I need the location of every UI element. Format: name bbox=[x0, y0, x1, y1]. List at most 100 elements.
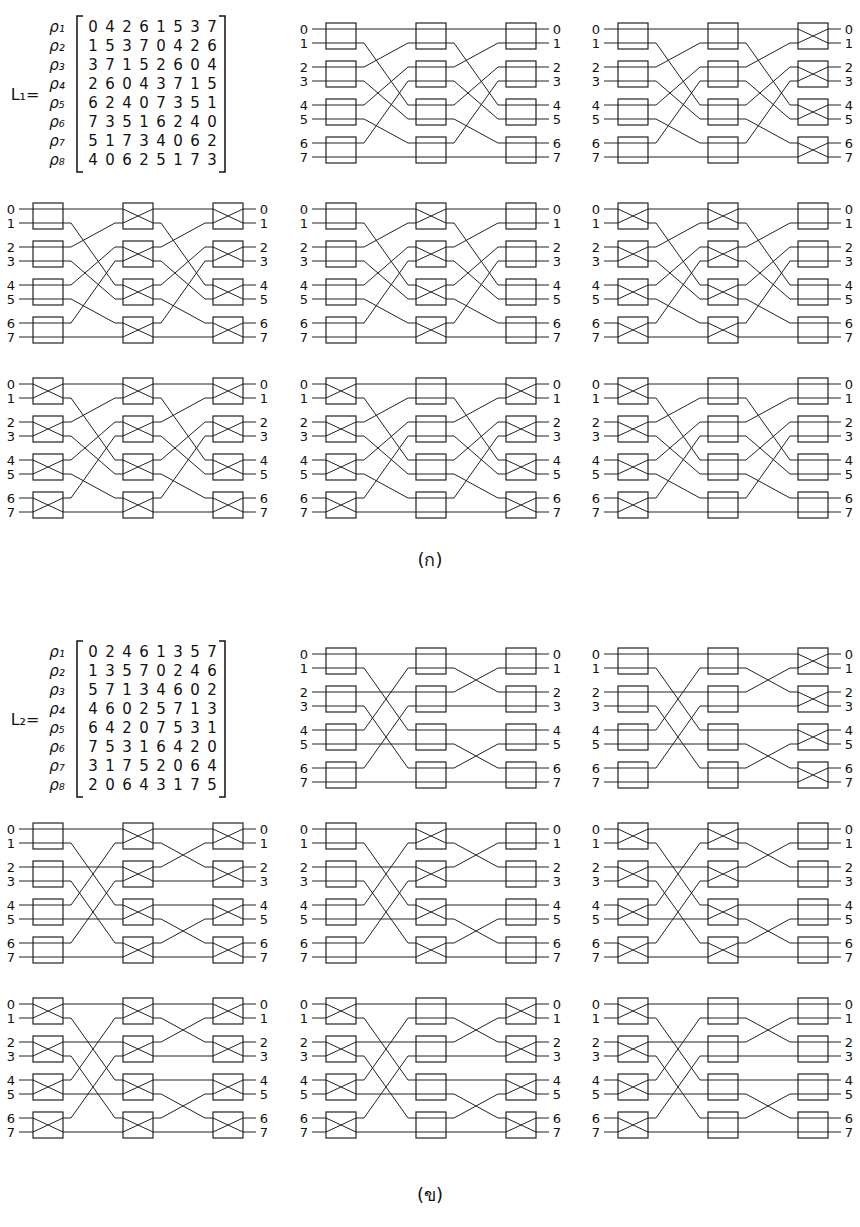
switch-box bbox=[213, 416, 243, 442]
switch-box bbox=[618, 378, 648, 404]
wire-line bbox=[604, 143, 618, 144]
wire-line bbox=[312, 422, 326, 423]
wire-line bbox=[326, 1042, 356, 1056]
switch-box bbox=[33, 1074, 63, 1100]
matrix-entry: 5 bbox=[190, 96, 200, 111]
wire-line bbox=[213, 384, 243, 398]
port-number: 6 bbox=[260, 1112, 268, 1125]
port-number: 4 bbox=[592, 279, 600, 292]
matrix-entry: 5 bbox=[105, 740, 115, 755]
matrix-entry: 1 bbox=[139, 115, 149, 130]
wire-line bbox=[416, 905, 446, 919]
wire-line bbox=[446, 668, 506, 692]
wire-line bbox=[416, 829, 446, 843]
switch-box bbox=[33, 241, 63, 267]
wire-line bbox=[356, 843, 416, 905]
wire-line bbox=[708, 905, 738, 919]
wire-line bbox=[446, 1056, 506, 1057]
wire-line bbox=[446, 29, 506, 30]
switch-box bbox=[123, 1074, 153, 1100]
wire-line bbox=[356, 919, 416, 920]
wire-line bbox=[506, 881, 536, 882]
port-number: 3 bbox=[260, 255, 268, 268]
wire-line bbox=[446, 247, 506, 285]
wire-line bbox=[243, 1004, 256, 1005]
wire-line bbox=[828, 299, 841, 300]
wire-line bbox=[243, 384, 256, 385]
port-number: 4 bbox=[300, 279, 308, 292]
wire-line bbox=[243, 1018, 256, 1019]
wire-line bbox=[648, 668, 708, 730]
wire-line bbox=[798, 1056, 828, 1057]
port-number: 4 bbox=[845, 1074, 853, 1087]
matrix-entry: 4 bbox=[139, 77, 149, 92]
wire-line bbox=[243, 398, 256, 399]
wire-line bbox=[446, 843, 506, 867]
wire-line bbox=[153, 1080, 213, 1081]
switch-box bbox=[213, 1112, 243, 1138]
wire-line bbox=[604, 285, 618, 286]
wire-line bbox=[828, 668, 841, 669]
wire-line bbox=[648, 337, 708, 338]
wire-line bbox=[356, 668, 416, 730]
port-number: 4 bbox=[260, 899, 268, 912]
port-number: 6 bbox=[553, 317, 561, 330]
port-number: 2 bbox=[300, 241, 308, 254]
wire-line bbox=[618, 43, 648, 44]
wire-line bbox=[828, 119, 841, 120]
wire-line bbox=[648, 81, 708, 143]
wire-line bbox=[604, 768, 618, 769]
port-number: 3 bbox=[300, 875, 308, 888]
matrix-entry: 5 bbox=[139, 58, 149, 73]
wire-line bbox=[123, 943, 153, 957]
port-number: 5 bbox=[553, 738, 561, 751]
port-number: 0 bbox=[592, 203, 600, 216]
port-number: 6 bbox=[592, 1112, 600, 1125]
switch-box bbox=[213, 241, 243, 267]
wire-line bbox=[618, 460, 648, 474]
wire-line bbox=[312, 337, 326, 338]
port-number: 4 bbox=[300, 899, 308, 912]
port-number: 6 bbox=[592, 937, 600, 950]
port-number: 2 bbox=[845, 861, 853, 874]
switch-box bbox=[506, 61, 536, 87]
port-number: 4 bbox=[845, 899, 853, 912]
wire-line bbox=[19, 1132, 33, 1133]
wire-line bbox=[356, 1056, 416, 1118]
wire-line bbox=[536, 43, 549, 44]
wire-line bbox=[648, 209, 708, 210]
wire-line bbox=[312, 843, 326, 844]
matrix-entry: 7 bbox=[122, 134, 132, 149]
wire-line bbox=[326, 1042, 356, 1056]
wire-line bbox=[63, 223, 123, 247]
port-number: 5 bbox=[300, 738, 308, 751]
wire-line bbox=[356, 474, 416, 498]
wire-line bbox=[326, 460, 356, 474]
wire-line bbox=[153, 1004, 213, 1005]
wire-line bbox=[828, 337, 841, 338]
wire-line bbox=[618, 285, 648, 299]
wire-line bbox=[416, 943, 446, 957]
switch-box bbox=[618, 899, 648, 925]
wire-line bbox=[356, 398, 416, 460]
wire-line bbox=[312, 323, 326, 324]
wire-line bbox=[446, 436, 506, 474]
switch-box bbox=[416, 492, 446, 518]
wire-line bbox=[446, 223, 506, 285]
wire-line bbox=[326, 668, 356, 669]
port-number: 3 bbox=[7, 430, 15, 443]
matrix-entry: 2 bbox=[139, 153, 149, 168]
port-number: 7 bbox=[592, 151, 600, 164]
wire-line bbox=[123, 323, 153, 337]
wire-line bbox=[33, 384, 63, 398]
wire-line bbox=[648, 706, 708, 768]
matrix-entry: 7 bbox=[190, 153, 200, 168]
switch-box bbox=[123, 998, 153, 1024]
wire-line bbox=[33, 1118, 63, 1132]
wire-line bbox=[604, 943, 618, 944]
wire-line bbox=[33, 247, 63, 248]
port-number: 1 bbox=[845, 837, 853, 850]
wire-line bbox=[708, 943, 738, 957]
port-number: 2 bbox=[300, 686, 308, 699]
switch-box bbox=[708, 937, 738, 963]
